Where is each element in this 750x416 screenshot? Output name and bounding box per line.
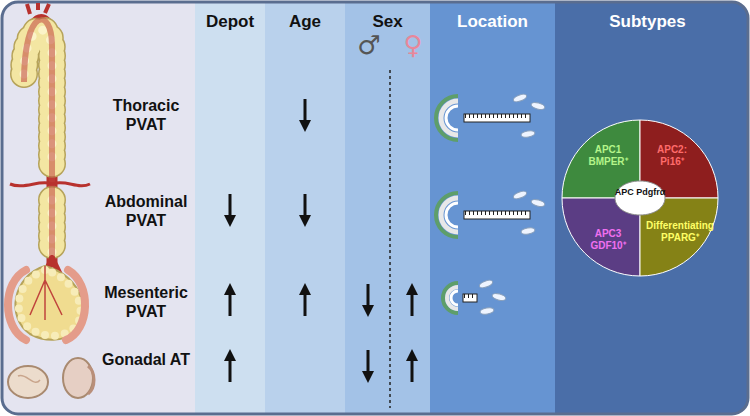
subtype-label: APC3 GDF10⁺: [580, 228, 636, 252]
art-part: [30, 266, 62, 320]
depot-column: Depot: [195, 2, 265, 414]
art-part: [345, 2, 430, 414]
vessel-glyph: [436, 190, 546, 237]
subtype-label: APC1 BMPER⁺: [580, 144, 636, 168]
art-part: [464, 114, 530, 122]
sex-symbol-holder: ♂: [354, 30, 384, 60]
art-part: [18, 375, 40, 382]
art-part: [446, 106, 458, 130]
age-column: Age: [265, 2, 345, 414]
art-part: [441, 198, 458, 232]
art-part: [10, 183, 90, 186]
art-part: [265, 2, 345, 414]
art-part: [8, 366, 48, 398]
art-part: [463, 294, 477, 302]
depot-label-holder: Abdominal PVAT: [102, 192, 190, 230]
depot-label: Mesenteric PVAT: [102, 283, 190, 321]
art-part: [443, 283, 458, 313]
sex-divider: [389, 70, 391, 408]
art-part: [224, 283, 236, 316]
art-part: [19, 270, 81, 336]
art-part: [441, 101, 458, 135]
art-part: [88, 366, 94, 394]
apc-cell-fill: [615, 181, 665, 215]
art-part: [555, 2, 748, 414]
art-part: [512, 190, 527, 200]
subtype-label: APC Pdgfrα: [614, 187, 666, 198]
art-part: [521, 227, 536, 235]
depot-label-holder: Mesenteric PVAT: [102, 283, 190, 321]
art-part: [436, 193, 458, 237]
art-part: [491, 292, 506, 301]
art-part: [27, 3, 49, 14]
column-header: Location: [430, 12, 555, 32]
column-header: Age: [265, 12, 345, 32]
depot-label-holder: Gonadal AT: [102, 350, 190, 369]
art-part: [299, 99, 311, 132]
art-part: [66, 270, 85, 340]
apc-cell-outline: [614, 180, 666, 216]
art-part: [406, 283, 418, 316]
art-part: [224, 349, 236, 382]
location-column: Location: [430, 2, 555, 414]
vessel-glyph: [436, 93, 546, 140]
sex-symbol: ♀: [398, 30, 428, 60]
sex-column: Sex: [345, 2, 430, 414]
apc-cell: APC Pdgfrα: [614, 180, 666, 216]
sex-symbol-holder: ♀: [398, 30, 428, 60]
art-part: [464, 211, 530, 219]
art-part: [362, 350, 374, 383]
art-part: [195, 2, 265, 414]
art-part: [530, 101, 545, 110]
art-part: [8, 270, 26, 340]
art-part: [465, 211, 529, 215]
art-part: [446, 203, 458, 227]
depot-label: Abdominal PVAT: [102, 192, 190, 230]
depot-label-holder: Thoracic PVAT: [102, 96, 190, 134]
art-part: [530, 198, 545, 207]
art-part: [521, 130, 536, 138]
subtypes-column: SubtypesAPC1 BMPER⁺ APC2: Pi16⁺ APC3 GDF10…: [555, 2, 748, 414]
art-part: [299, 194, 311, 227]
vessel-glyph: [443, 279, 507, 315]
art-part: [480, 307, 495, 315]
art-part: [63, 358, 93, 398]
sex-symbol: ♂: [354, 30, 384, 60]
art-part: [24, 19, 52, 262]
art-part: [464, 294, 476, 298]
art-part: [447, 287, 458, 309]
art-part: [430, 2, 555, 414]
column-header: Subtypes: [555, 12, 740, 32]
art-part: [406, 349, 418, 382]
aorta-illustration: [8, 3, 94, 398]
depot-label: Thoracic PVAT: [102, 96, 190, 134]
subtype-label: Differentiating PPARG⁺: [643, 220, 717, 244]
art-part: [451, 291, 458, 305]
column-header: Depot: [195, 12, 265, 32]
art-part: [465, 114, 529, 118]
art-part: [512, 93, 527, 103]
art-part: [362, 284, 374, 317]
art-part: [224, 194, 236, 227]
column-header: Sex: [345, 12, 430, 32]
art-part: [299, 283, 311, 316]
art-part: [24, 19, 52, 262]
depot-label: Gonadal AT: [102, 350, 190, 369]
art-part: [478, 279, 493, 289]
art-part: [436, 96, 458, 140]
change-arrows: [224, 99, 418, 383]
subtype-label: APC2: Pi16⁺: [644, 144, 700, 168]
